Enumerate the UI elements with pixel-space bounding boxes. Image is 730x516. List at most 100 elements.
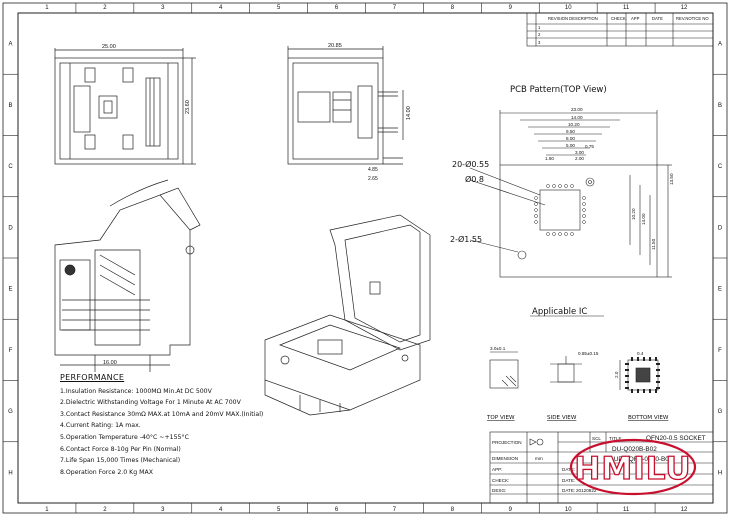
zone-column-label: 6 [335, 507, 339, 513]
ic-pad [656, 387, 660, 389]
pcb-pattern [469, 110, 672, 278]
zone-column-label: 4 [219, 5, 223, 11]
side-view [287, 46, 404, 165]
front-height-dim: 23.60 [185, 100, 191, 114]
tb-app-label: APP: [492, 467, 502, 472]
pcb-width-dim: 14.00 [571, 115, 583, 120]
ic-bottom-dim: 0.4 [637, 351, 644, 356]
pcb-height-dim: 10.20 [631, 208, 636, 220]
front-width-dim: 25.00 [102, 44, 116, 50]
zone-column-label: 5 [277, 507, 281, 513]
ic-pad [625, 363, 629, 365]
zone-column-label: 6 [335, 5, 339, 11]
pcb-height-dim: 14.00 [641, 213, 646, 225]
zone-row-label: E [8, 287, 12, 293]
ic-pad [656, 363, 660, 365]
section-bottom-dim: 16.00 [103, 360, 117, 366]
ic-pad [649, 389, 651, 393]
ic-pad [625, 381, 629, 383]
tb-projection-label: PROJECTION [492, 440, 522, 445]
side-height-dim: 14.00 [406, 106, 412, 120]
rev-row-id: 2 [538, 32, 541, 37]
pcb-pad [534, 214, 538, 218]
ic-pad [631, 357, 633, 361]
pcb-height-dim: 13.50 [669, 173, 674, 185]
performance-item: 8.Operation Force 2.0 Kg MAX [60, 468, 153, 476]
front-view [54, 48, 196, 165]
zone-column-label: 4 [219, 507, 223, 513]
pcb-pad [582, 208, 586, 212]
zone-column-label: 1 [45, 507, 49, 513]
ic-pad [631, 389, 633, 393]
zone-row-label: H [8, 470, 12, 476]
rev-header-description: REVISION DESCRIPTION [548, 16, 598, 21]
pcb-pad [570, 184, 574, 188]
zone-column-label: 7 [393, 507, 397, 513]
pcb-pad [558, 232, 562, 236]
zone-row-label: B [8, 103, 12, 109]
ic-pad [656, 381, 660, 383]
zone-column-label: 8 [451, 507, 455, 513]
zone-row-label: G [8, 409, 13, 415]
tb-title-2: DU-Q020B-B02 [612, 446, 657, 453]
pcb-width-dim: 3.00 [575, 150, 584, 155]
zone-row-label: B [718, 103, 722, 109]
rev-header-date: DATE [652, 16, 663, 21]
zone-row-label: G [718, 409, 723, 415]
zone-row-label: F [718, 348, 722, 354]
zone-column-label: 10 [565, 5, 572, 11]
title-block [489, 431, 714, 504]
ic-pad [625, 369, 629, 371]
zone-row-label: D [718, 225, 723, 231]
side-dim-b: 2.65 [368, 176, 378, 182]
pcb-pad [552, 232, 556, 236]
tb-date-label: DATE: [562, 478, 575, 483]
performance-item: 3.Contact Resistance 30mΩ MAX.at 10mA an… [60, 410, 264, 418]
open-lid-section [54, 179, 201, 372]
zone-row-label: H [718, 470, 722, 476]
hmilu-logo-text: HMILU [574, 451, 691, 487]
zone-row-label: F [9, 348, 13, 354]
ic-label-bottom-view: BOTTOM VIEW [628, 415, 669, 421]
pcb-pad [546, 184, 550, 188]
ic-side-view [550, 356, 582, 383]
tb-dimension-label: DIMENSION [492, 456, 518, 461]
tb-title-label: TITLE [609, 436, 622, 441]
pcb-width-dim: 23.00 [571, 107, 583, 112]
ic-pad [656, 375, 660, 377]
zone-row-label: D [8, 225, 13, 231]
zone-column-label: 11 [623, 5, 630, 11]
zone-column-label: 2 [103, 5, 107, 11]
zone-column-label: 9 [509, 5, 513, 11]
zone-column-label: 12 [681, 5, 688, 11]
pcb-width-dim: 0.75 [585, 144, 594, 149]
performance-notes: PERFORMANCE 1.Insulation Resistance: 100… [60, 372, 360, 478]
zone-row-label: C [8, 164, 13, 170]
ic-bottom-dim-2: 2.0 [614, 371, 619, 378]
zone-column-label: 12 [681, 507, 688, 513]
tb-date-label: DATE: [562, 488, 575, 493]
pcb-width-dim: 9.50 [566, 129, 575, 134]
ic-pad [637, 389, 639, 393]
zone-row-label: A [8, 42, 12, 48]
pcb-callout-mount: 2-Ø1.55 [450, 234, 482, 244]
zone-column-label: 2 [103, 507, 107, 513]
ic-pad [637, 357, 639, 361]
zone-column-label: 7 [393, 5, 397, 11]
pcb-pad [546, 232, 550, 236]
pcb-pad [582, 202, 586, 206]
pcb-pad [534, 202, 538, 206]
performance-item: 5.Operation Temperature -40°C ~+155°C [60, 433, 189, 441]
ic-pad [655, 357, 657, 361]
pcb-pad [534, 208, 538, 212]
rev-row-id: 1 [538, 25, 541, 30]
rev-header-check: CHECK [611, 16, 626, 21]
tb-date-label: DATE: [562, 467, 575, 472]
ic-label-side-view: SIDE VIEW [547, 415, 577, 421]
ic-pad [625, 387, 629, 389]
ic-pad [656, 369, 660, 371]
performance-title: PERFORMANCE [60, 373, 125, 382]
tb-title-1: QFN20-0.5 SOCKET [646, 435, 706, 442]
pcb-width-dim: 8.00 [566, 136, 575, 141]
